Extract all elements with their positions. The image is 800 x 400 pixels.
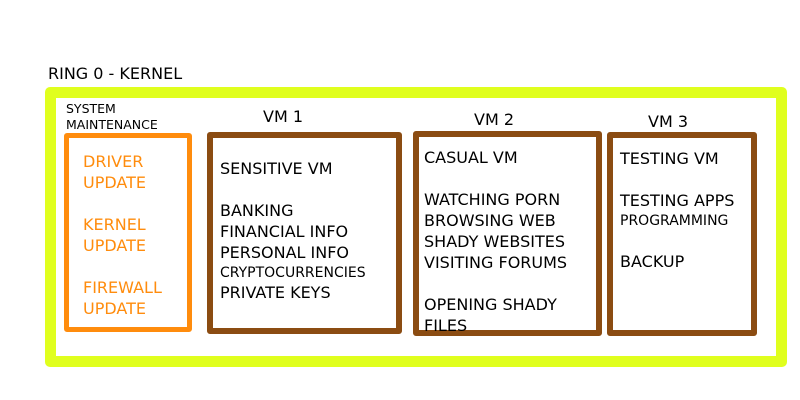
vm3-line: TESTING VM [620,149,719,168]
vm3-line: PROGRAMMING [620,213,729,229]
vm1-box: SENSITIVE VM BANKING FINANCIAL INFO PERS… [207,132,402,334]
vm2-box: CASUAL VM WATCHING PORN BROWSING WEB SHA… [413,131,602,336]
vm1-label: VM 1 [263,107,304,126]
vm3-label: VM 3 [648,112,689,131]
vm1-line: BANKING [220,201,294,220]
system-maintenance-box: DRIVER UPDATE KERNEL UPDATE FIREWALL UPD… [64,133,192,332]
vm3-line: TESTING APPS [620,191,735,210]
vm1-line: FINANCIAL INFO [220,222,349,241]
vm1-line: CRYPTOCURRENCIES [220,265,366,281]
vm2-line: WATCHING PORN [424,190,561,209]
driver-update-line-2: UPDATE [83,173,146,192]
system-maintenance-label-line: SYSTEM [66,101,116,116]
driver-update-line-1: DRIVER [83,152,144,171]
kernel-update-line-1: KERNEL [83,215,146,234]
vm1-line: SENSITIVE VM [220,159,333,178]
vm2-line: BROWSING WEB [424,211,556,230]
kernel-update-line-2: UPDATE [83,236,146,255]
vm1-line: PERSONAL INFO [220,243,350,262]
system-maintenance-label: SYSTEM MAINTENANCE [66,101,158,133]
vm2-line: OPENING SHADY [424,295,557,314]
kernel-ring-label: RING 0 - KERNEL [48,64,183,83]
system-maintenance-label-line: MAINTENANCE [66,117,158,132]
vm2-line: VISITING FORUMS [424,253,568,272]
vm2-line: CASUAL VM [424,148,518,167]
firewall-update-line-1: FIREWALL [83,278,162,297]
vm2-line: SHADY WEBSITES [424,232,565,251]
vm3-line: BACKUP [620,252,685,271]
vm2-line: FILES [424,316,468,335]
firewall-update-line-2: UPDATE [83,299,146,318]
vm1-line: PRIVATE KEYS [220,283,331,302]
vm3-box: TESTING VM TESTING APPS PROGRAMMING BACK… [607,132,757,336]
vm2-label: VM 2 [474,110,515,129]
